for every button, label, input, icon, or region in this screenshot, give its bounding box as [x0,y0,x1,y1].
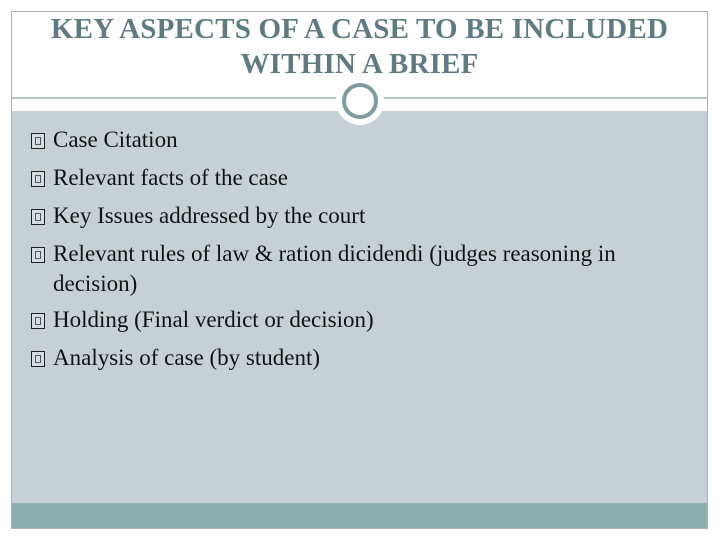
list-item: Analysis of case (by student) [31,343,671,373]
title-line-1: KEY ASPECTS OF A CASE TO BE INCLUDED [50,13,669,45]
ornament-ring [342,83,378,119]
bullet-text: Holding (Final verdict or decision) [53,307,374,332]
content-area [12,111,707,503]
slide-title: KEY ASPECTS OF A CASE TO BE INCLUDED WIT… [12,12,707,82]
bullet-text: Analysis of case (by student) [53,345,320,370]
bullet-box-icon [31,133,45,149]
bullet-box-icon [31,209,45,225]
bullet-text: Relevant rules of law & ration dicidendi… [53,241,616,296]
bullet-text: Relevant facts of the case [53,165,288,190]
bullet-text: Key Issues addressed by the court [53,203,366,228]
circle-ornament-icon [336,77,384,125]
list-item: Relevant facts of the case [31,163,671,193]
list-item: Relevant rules of law & ration dicidendi… [31,239,671,299]
bullet-list: Case Citation Relevant facts of the case… [31,125,671,381]
bullet-box-icon [31,247,45,263]
bullet-box-icon [31,171,45,187]
bullet-box-icon [31,351,45,367]
bottom-band [12,503,707,528]
bullet-box-icon [31,313,45,329]
list-item: Case Citation [31,125,671,155]
title-line-2: WITHIN A BRIEF [240,48,479,80]
list-item: Holding (Final verdict or decision) [31,305,671,335]
list-item: Key Issues addressed by the court [31,201,671,231]
bullet-text: Case Citation [53,127,178,152]
